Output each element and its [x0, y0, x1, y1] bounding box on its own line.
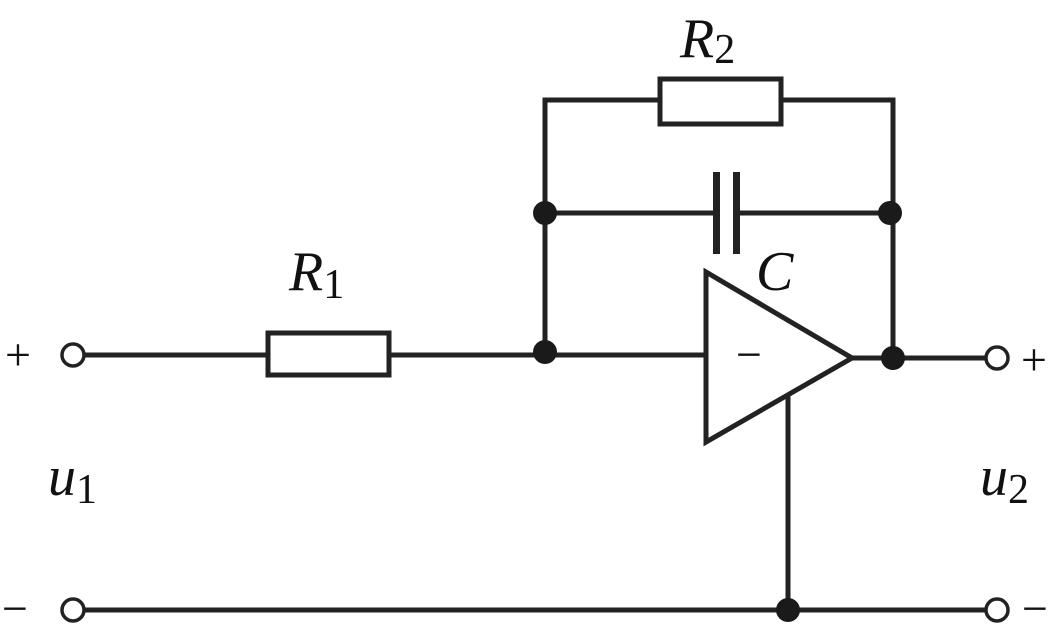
junction-dot — [878, 201, 902, 225]
sign-input-plus: + — [5, 329, 31, 380]
resistor-r1 — [265, 330, 392, 378]
terminals — [60, 342, 1010, 623]
junction-dot — [533, 201, 557, 225]
junction-dot — [776, 598, 800, 622]
terminal-output-top — [984, 345, 1010, 371]
label-u1: u1 — [48, 446, 97, 513]
junction-dot — [533, 340, 557, 364]
sign-output-plus: + — [1021, 334, 1047, 385]
junction-dot — [881, 346, 905, 370]
terminal-input-top — [60, 342, 86, 368]
capacitor-c — [713, 172, 740, 254]
opamp-triangle — [703, 267, 857, 447]
sign-opamp-inverting: − — [736, 329, 762, 380]
sign-input-minus: − — [2, 583, 28, 625]
label-c: C — [756, 241, 794, 303]
terminal-output-bottom — [984, 597, 1010, 623]
terminal-input-bottom — [60, 597, 86, 623]
wires — [82, 97, 988, 613]
junction-dots — [533, 201, 905, 622]
capacitor-plate-right — [733, 172, 740, 254]
resistor-r2 — [657, 76, 784, 127]
label-r1: R1 — [288, 241, 344, 308]
sign-output-minus: − — [1022, 583, 1048, 625]
capacitor-plate-left — [713, 172, 720, 254]
label-u2: u2 — [980, 446, 1029, 513]
label-r2: R2 — [679, 8, 735, 73]
